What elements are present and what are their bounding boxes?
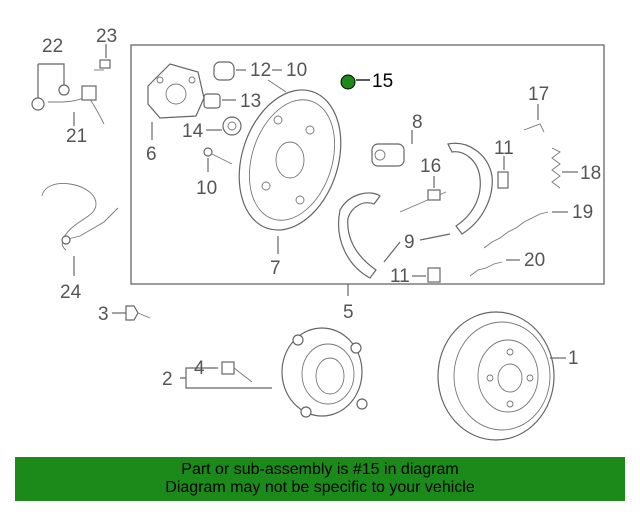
banner-line-1: Part or sub-assembly is #15 in diagram	[181, 461, 459, 478]
callout-11-bottom: 11	[390, 266, 410, 287]
hub-assembly	[180, 327, 368, 418]
callout-6: 6	[146, 144, 157, 165]
backing-plate	[238, 89, 342, 254]
callout-10-bottom: 10	[196, 178, 217, 199]
callout-12: 12	[250, 60, 271, 81]
callout-20: 20	[524, 250, 545, 271]
spring-18	[551, 147, 578, 189]
spring-19	[483, 211, 568, 249]
brake-hose	[31, 63, 105, 126]
callout-17: 17	[528, 84, 549, 105]
callout-7: 7	[270, 258, 281, 279]
clip-11-bottom	[412, 267, 441, 283]
clip-11-right	[497, 156, 509, 189]
callout-5: 5	[343, 302, 354, 323]
spring-20	[469, 259, 520, 277]
callout-1: 1	[568, 348, 579, 369]
banner-line-2: Diagram may not be specific to your vehi…	[165, 479, 475, 496]
callout-23: 23	[96, 26, 117, 47]
callout-8: 8	[412, 112, 423, 133]
callout-15: 15	[372, 71, 393, 92]
callout-2: 2	[162, 369, 173, 390]
nut-14	[206, 116, 242, 136]
brake-shoes	[338, 142, 493, 279]
assembly-frame	[130, 44, 605, 285]
brake-drum	[437, 311, 566, 441]
adjuster-16	[399, 176, 447, 213]
callout-4: 4	[194, 358, 205, 379]
bushing-13	[203, 93, 236, 109]
callout-14: 14	[182, 121, 204, 142]
retainer-17	[523, 104, 545, 133]
plug-15-highlighted	[340, 74, 370, 90]
callout-3: 3	[98, 304, 109, 325]
callout-21: 21	[66, 126, 87, 147]
callout-13: 13	[240, 91, 261, 112]
callout-10-top: 10	[286, 60, 307, 81]
callout-11-right: 11	[494, 138, 514, 159]
wheel-cylinder	[371, 130, 413, 167]
callout-22: 22	[42, 36, 63, 57]
parts-diagram: 22 21 23 24 3 6 12 10	[31, 26, 605, 441]
bolt-3	[112, 305, 151, 321]
callout-16: 16	[420, 156, 441, 177]
pin-10-bottom	[203, 147, 233, 172]
abs-sensor-wire	[41, 183, 119, 276]
info-banner: Part or sub-assembly is #15 in diagram D…	[15, 457, 625, 501]
callout-9: 9	[404, 232, 415, 253]
pin-10-top	[267, 69, 287, 93]
seal-12	[213, 61, 246, 81]
callout-18: 18	[580, 163, 601, 184]
bolt-23	[94, 44, 111, 71]
callout-24: 24	[60, 282, 82, 303]
callout-19: 19	[572, 202, 593, 223]
gasket-plate	[147, 63, 205, 140]
